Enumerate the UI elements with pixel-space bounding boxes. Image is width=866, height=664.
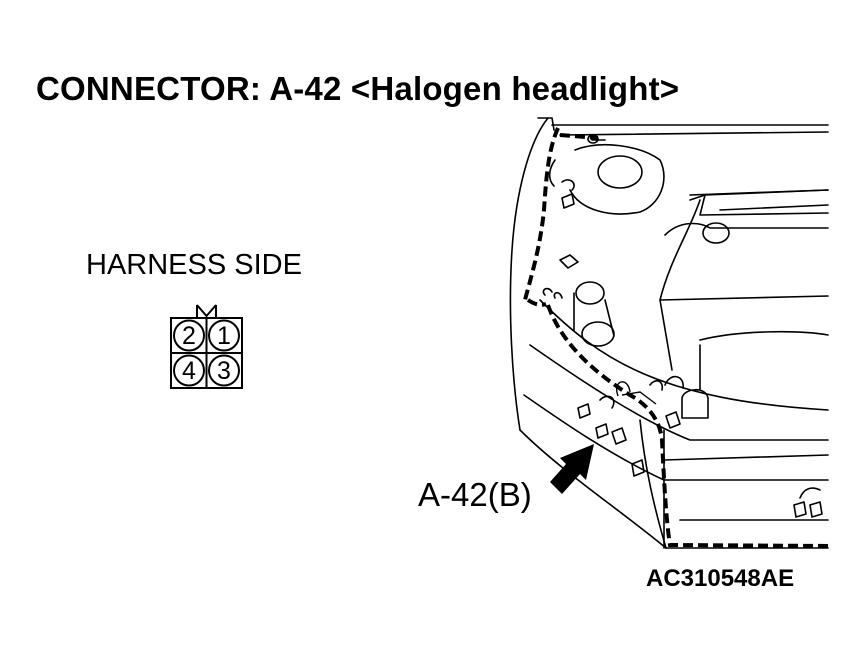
harness-side-label: HARNESS SIDE [86,249,302,281]
fender-outline [509,117,549,431]
pointer-arrow [550,444,594,494]
pin-4: 4 [182,357,196,385]
harness-wire [523,127,560,301]
page-title: CONNECTOR: A-42 <Halogen headlight> [36,70,680,107]
pin-3: 3 [217,357,231,385]
connector-callout: A-42(B) [418,476,532,513]
connector-body [170,304,243,389]
pin-2: 2 [182,322,196,350]
pin-1: 1 [217,322,231,350]
figure-id: AC310548AE [646,565,795,592]
